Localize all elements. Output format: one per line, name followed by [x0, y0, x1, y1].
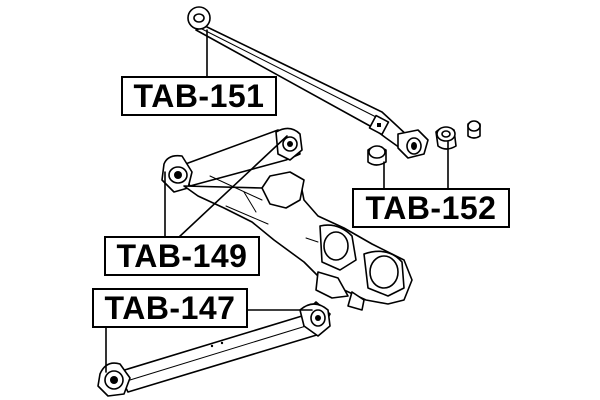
label-tab-151: TAB-151 — [121, 76, 277, 116]
label-tab-147: TAB-147 — [92, 288, 248, 328]
label-tab-149: TAB-149 — [104, 236, 260, 276]
upper-trailing-arm — [161, 127, 303, 193]
label-tab-152: TAB-152 — [352, 188, 510, 228]
lower-trailing-arm — [97, 301, 331, 397]
leader-lines — [105, 29, 449, 373]
leader-tab149-b — [177, 135, 288, 239]
axle-housing — [183, 171, 413, 311]
upper-lateral-rod — [187, 6, 429, 159]
bushing-set — [367, 120, 481, 166]
